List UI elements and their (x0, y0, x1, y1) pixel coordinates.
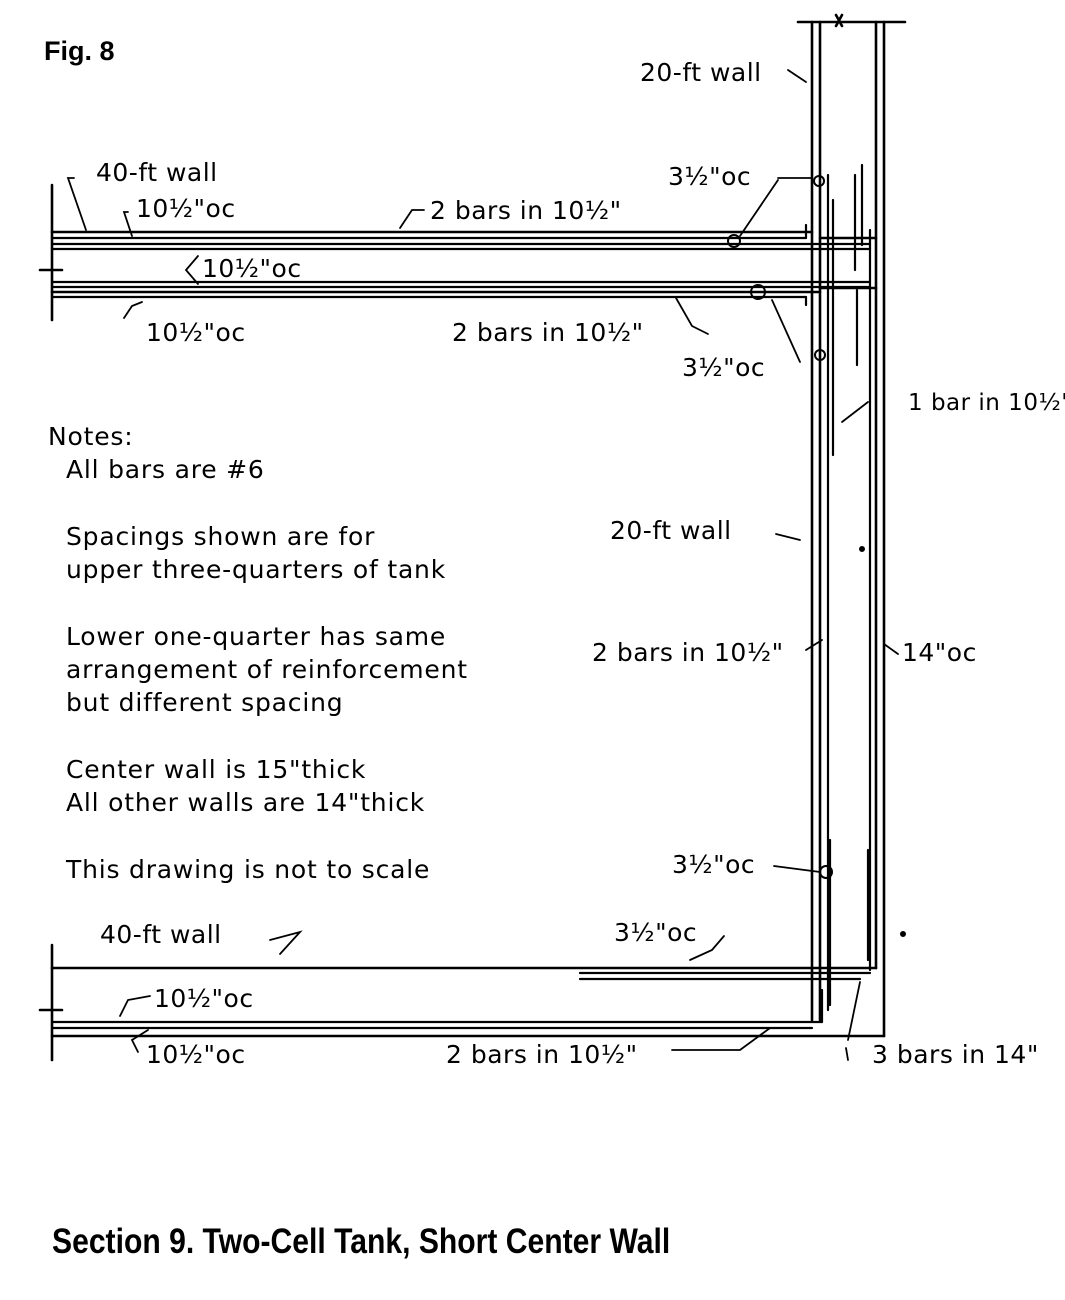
label-mid-14oc: 14"oc (902, 638, 977, 667)
label-top-3-5oc-lower: 3½"oc (682, 353, 766, 382)
label-top-2bars-upper: 2 bars in 10½" (430, 196, 622, 225)
label-top-20ft-wall: 20-ft wall (640, 58, 762, 87)
label-top-3-5oc-upper: 3½"oc (668, 162, 752, 191)
end-wall-outlines (796, 13, 907, 1038)
label-bot-oc-lower: 10½"oc (146, 1040, 246, 1069)
label-bot-3bars: 3 bars in 14" (872, 1040, 1039, 1069)
end-wall-rebar (826, 163, 872, 1012)
note-item: Spacings shown are for upper three-quart… (66, 522, 446, 584)
notes-heading: Notes: (48, 422, 134, 451)
label-mid-2bars: 2 bars in 10½" (592, 638, 784, 667)
label-top-oc-lower: 10½"oc (146, 318, 246, 347)
figure-caption: Section 9. Two-Cell Tank, Short Center W… (52, 1222, 671, 1261)
figure-label: Fig. 8 (44, 36, 115, 66)
label-top-2bars-lower: 2 bars in 10½" (452, 318, 644, 347)
label-bot-40ft-wall: 40-ft wall (100, 920, 222, 949)
notes-block: Notes: All bars are #6 Spacings shown ar… (48, 420, 468, 886)
bar-dots (727, 175, 906, 937)
leader-lines (66, 69, 899, 1061)
label-bot-3-5oc-a: 3½"oc (672, 850, 756, 879)
note-item: This drawing is not to scale (66, 855, 431, 884)
label-top-oc-upper: 10½"oc (136, 194, 236, 223)
label-one-bar: 1 bar in 10½" (908, 390, 1065, 416)
bottom-wall-rebar (50, 971, 872, 1030)
label-mid-20ft-wall: 20-ft wall (610, 516, 732, 545)
label-bot-2bars: 2 bars in 10½" (446, 1040, 638, 1069)
label-center-oc: 10½"oc (202, 254, 302, 283)
label-bot-oc-upper: 10½"oc (154, 984, 254, 1013)
top-wall-rebar (50, 223, 872, 307)
note-item: Lower one-quarter has same arrangement o… (66, 622, 468, 717)
bottom-40ft-wall (38, 943, 886, 1062)
note-item: All bars are #6 (66, 455, 265, 484)
label-top-40ft-wall: 40-ft wall (96, 158, 218, 187)
label-bot-3-5oc-b: 3½"oc (614, 918, 698, 947)
note-item: Center wall is 15"thick All other walls … (66, 755, 426, 817)
